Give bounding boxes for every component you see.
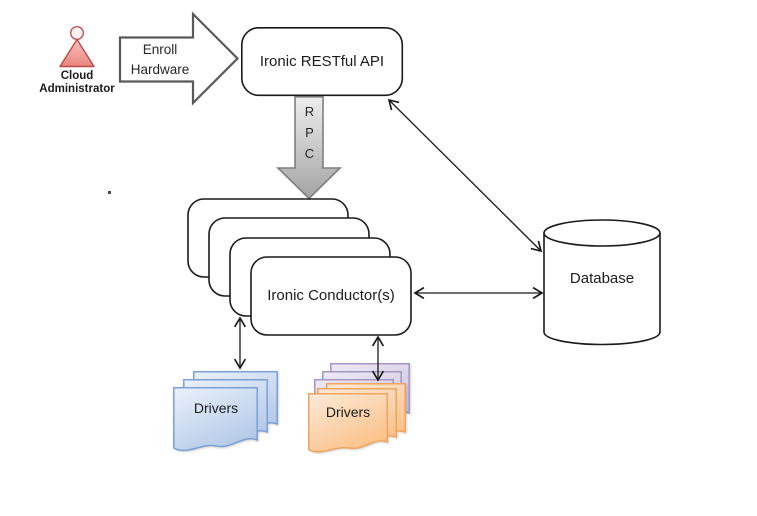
person-head-icon xyxy=(69,26,84,41)
ironic-restful-api-box xyxy=(241,26,404,97)
ironic-conductors-stack xyxy=(187,198,412,336)
database-cylinder xyxy=(543,219,661,346)
arrow-api-database xyxy=(387,98,543,253)
enroll-hardware-label-line1: Enroll xyxy=(142,42,178,57)
ironic-restful-api-label: Ironic RESTful API xyxy=(259,53,385,70)
rpc-letter-p: P xyxy=(305,125,314,140)
cloud-administrator-icon xyxy=(59,26,95,68)
rpc-letter-c: C xyxy=(304,146,315,161)
drivers-blue-label: Drivers xyxy=(193,400,239,416)
database-label: Database xyxy=(569,270,635,287)
cloud-administrator-label-line1: Cloud xyxy=(60,70,94,82)
driver-doc-orange-icon xyxy=(308,393,388,453)
cloud-administrator-label: Cloud Administrator xyxy=(15,70,139,96)
ironic-conductors-label: Ironic Conductor(s) xyxy=(267,287,395,304)
rpc-label: R P C xyxy=(295,101,324,164)
drivers-orange-stack xyxy=(308,383,406,453)
rpc-letter-r: R xyxy=(304,104,315,119)
enroll-hardware-label-line2: Hardware xyxy=(130,62,190,77)
drivers-orange-label: Drivers xyxy=(325,404,371,420)
stray-dot xyxy=(108,191,111,194)
conductor-front-box xyxy=(250,256,412,336)
enroll-hardware-label: Enroll Hardware xyxy=(118,40,202,80)
driver-doc-blue-icon xyxy=(173,387,258,452)
person-body-icon xyxy=(59,38,95,68)
rpc-arrow xyxy=(276,96,342,200)
cloud-administrator-label-line2: Administrator xyxy=(39,83,115,95)
enroll-hardware-arrow xyxy=(118,11,240,106)
drivers-blue-stack xyxy=(173,371,278,452)
